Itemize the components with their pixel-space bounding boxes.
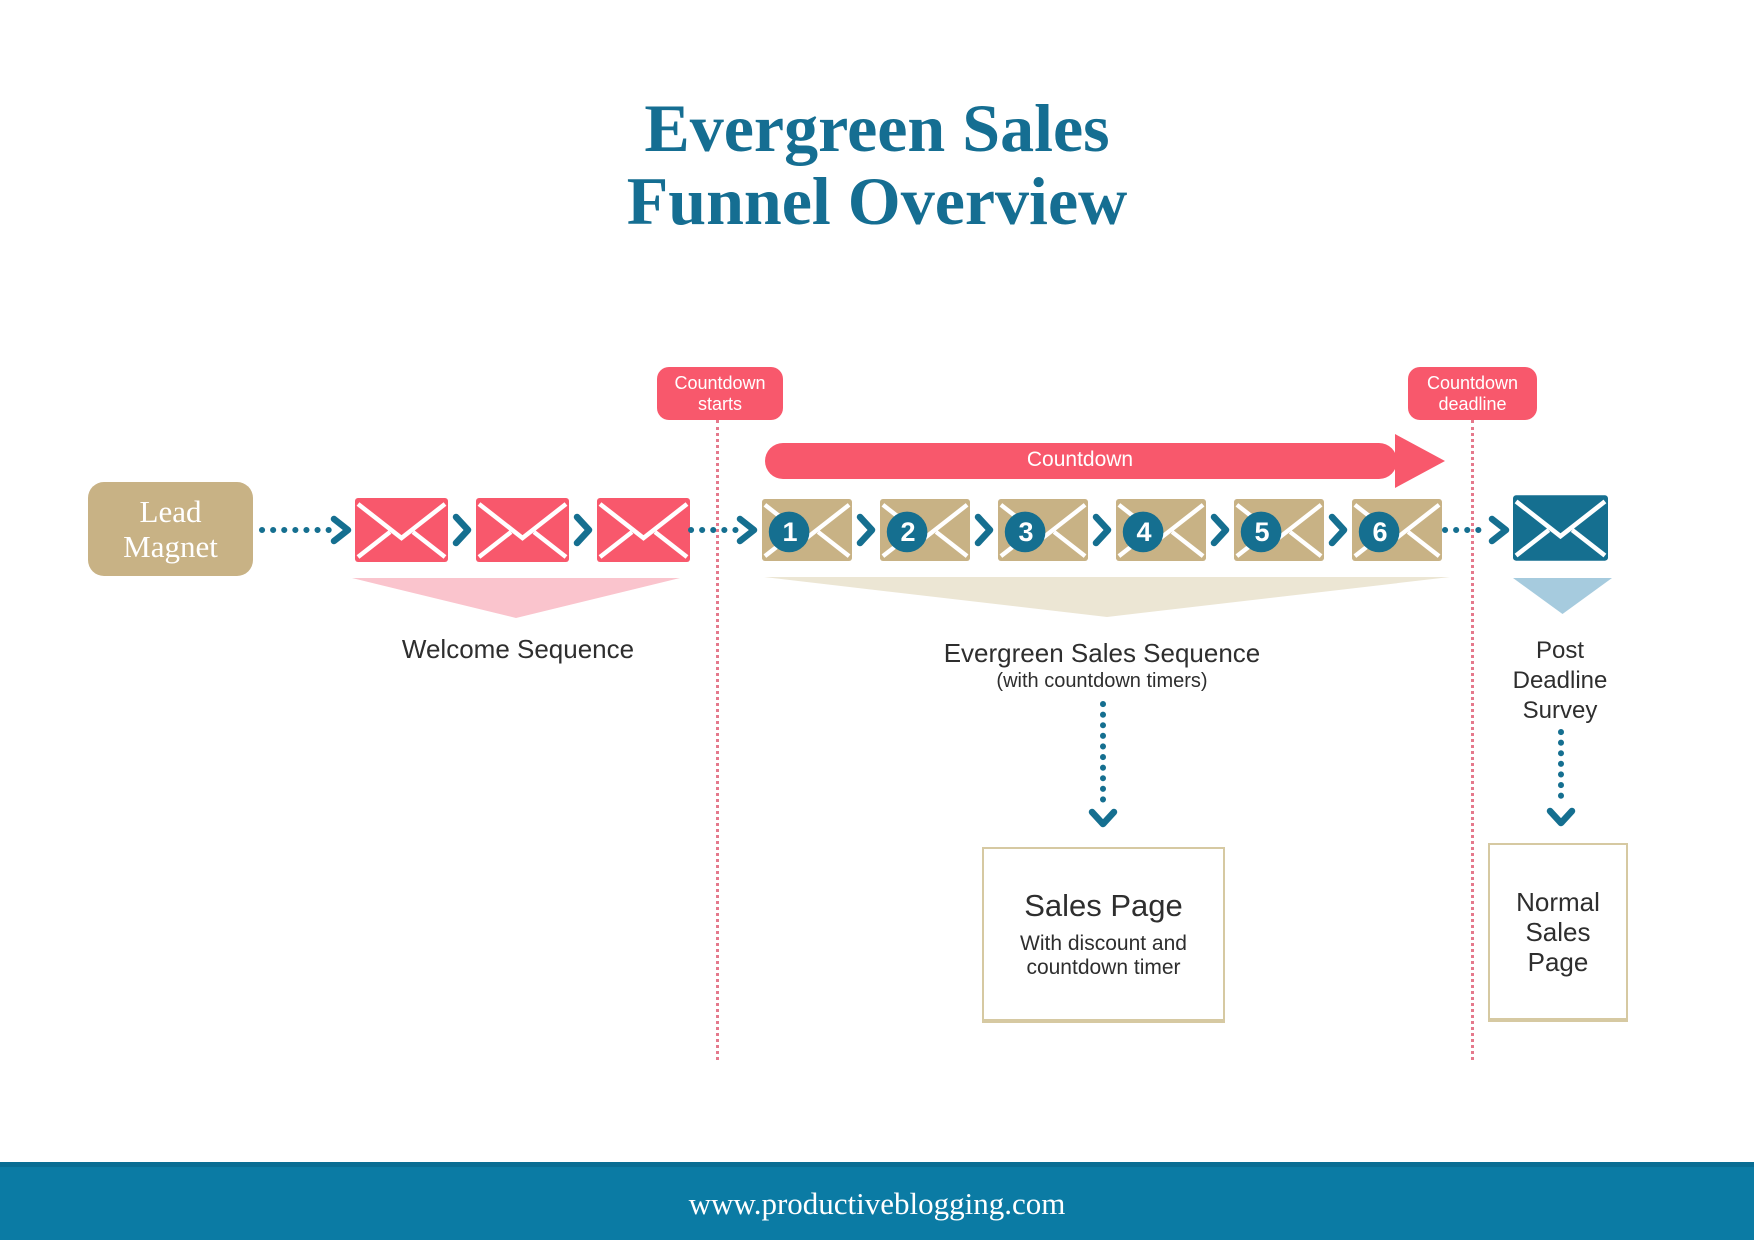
countdown-deadline-line2: deadline (1438, 393, 1507, 414)
email-number: 6 (1372, 517, 1388, 547)
countdown-starts-line2: starts (697, 393, 742, 414)
welcome-sequence-label: Welcome Sequence (401, 634, 635, 664)
envelope-icon (762, 499, 852, 561)
numbered-envelope-icon: 1 (762, 498, 852, 562)
numbered-envelope-icon: 3 (998, 498, 1088, 562)
sales-page-title: Sales Page (1024, 888, 1183, 923)
chevron-right-icon (1092, 513, 1112, 547)
dotted-arrow-right-icon (1442, 515, 1510, 545)
sales-page-sub-line1: With discount and (1020, 932, 1187, 955)
numbered-envelope-icon: 5 (1234, 498, 1324, 562)
normal-sales-page-box: Normal Sales Page (1488, 843, 1628, 1022)
envelope-icon (998, 499, 1088, 561)
normal-sales-page-line2: Sales (1525, 916, 1591, 947)
post-deadline-line3: Survey (1522, 697, 1598, 724)
dotted-arrow-down-icon (1088, 701, 1118, 828)
chevron-right-icon (1328, 513, 1348, 547)
normal-sales-page-line1: Normal (1516, 886, 1600, 917)
numbered-envelope-icon: 6 (1352, 498, 1442, 562)
footer-url: www.productiveblogging.com (688, 1185, 1066, 1221)
countdown-starts-guide-line (716, 420, 719, 1060)
email-number: 2 (900, 517, 916, 547)
dotted-arrow-down-icon (1546, 729, 1576, 827)
evergreen-sequence-sublabel: (with countdown timers) (996, 670, 1208, 692)
countdown-deadline-guide-line (1471, 420, 1474, 1060)
footer-bar: www.productiveblogging.com (0, 1162, 1754, 1240)
post-deadline-line1: Post (1535, 637, 1585, 664)
page-title: Evergreen Sales Funnel Overview (0, 92, 1754, 238)
chevron-right-icon (974, 513, 994, 547)
chevron-right-icon (856, 513, 876, 547)
page-title-line2: Funnel Overview (626, 163, 1128, 239)
lead-magnet-label-line2: Magnet (123, 529, 218, 564)
countdown-arrow (765, 434, 1445, 488)
post-deadline-survey-label: Post Deadline Survey (1460, 636, 1660, 726)
chevron-right-icon (573, 513, 593, 547)
dotted-arrow-right-icon (259, 515, 352, 545)
countdown-starts-line1: Countdown (674, 372, 766, 393)
normal-sales-page-line3: Page (1527, 946, 1589, 977)
welcome-funnel-triangle (352, 578, 680, 618)
numbered-envelope-icon: 2 (880, 498, 970, 562)
page-title-line1: Evergreen Sales (644, 90, 1110, 166)
welcome-envelope-icon (597, 498, 690, 562)
sales-page-subtitle: With discount and countdown timer (1020, 932, 1187, 980)
envelope-icon (1116, 499, 1206, 561)
lead-magnet-label-line1: Lead (139, 494, 202, 529)
dotted-arrow-right-icon (688, 515, 758, 545)
survey-envelope-icon (1513, 495, 1608, 561)
email-number: 3 (1018, 517, 1034, 547)
envelope-icon (1234, 499, 1324, 561)
email-number: 1 (782, 517, 798, 547)
evergreen-sequence-label: Evergreen Sales Sequence (943, 638, 1261, 668)
chevron-right-icon (452, 513, 472, 547)
envelope-icon (880, 499, 970, 561)
envelope-icon (1352, 499, 1442, 561)
countdown-starts-label: Countdown starts (657, 367, 783, 420)
sales-page-box: Sales Page With discount and countdown t… (982, 847, 1225, 1023)
welcome-envelope-icon (476, 498, 569, 562)
lead-magnet-box: Lead Magnet (88, 482, 253, 576)
welcome-envelope-icon (355, 498, 448, 562)
chevron-right-icon (1210, 513, 1230, 547)
numbered-envelope-icon: 4 (1116, 498, 1206, 562)
sales-page-sub-line2: countdown timer (1026, 956, 1181, 979)
email-number: 5 (1254, 517, 1270, 547)
evergreen-funnel-triangle (764, 577, 1450, 617)
email-number: 4 (1136, 517, 1152, 547)
post-deadline-line2: Deadline (1512, 667, 1608, 694)
countdown-deadline-line1: Countdown (1426, 372, 1519, 393)
countdown-arrow-label: Countdown (1026, 448, 1134, 471)
survey-funnel-triangle (1513, 578, 1612, 614)
countdown-deadline-label: Countdown deadline (1408, 367, 1537, 420)
